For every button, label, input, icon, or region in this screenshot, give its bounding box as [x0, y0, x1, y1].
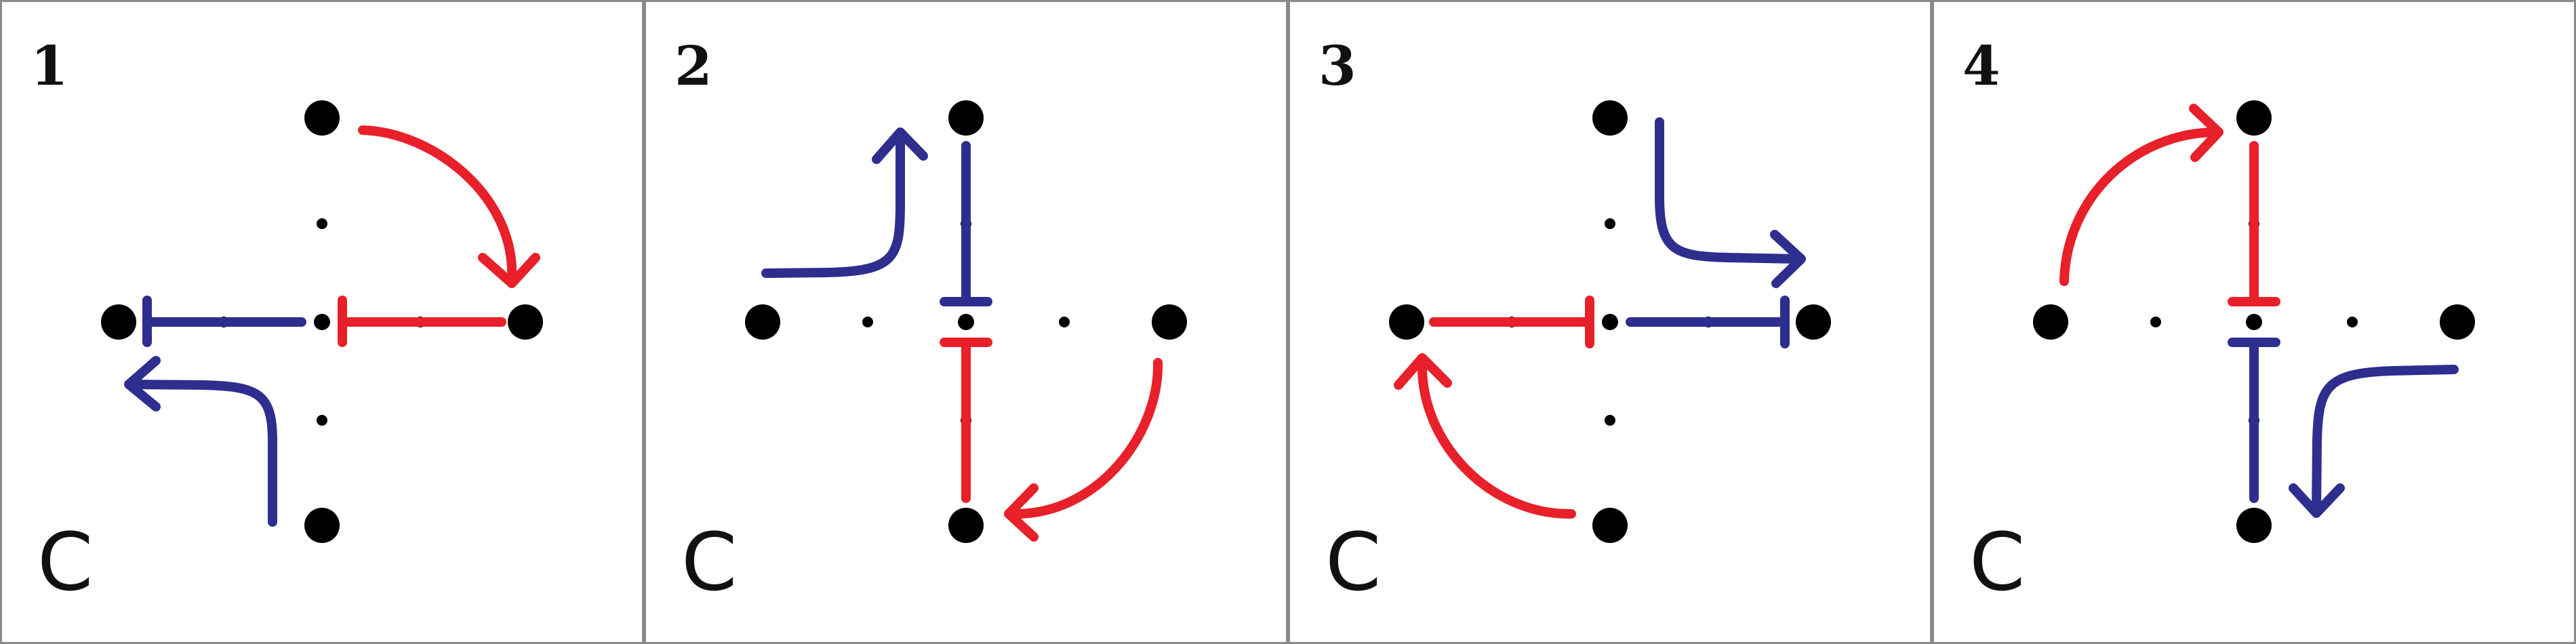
center-dot: [314, 314, 330, 330]
dot-grid: [101, 100, 543, 543]
red-curved-arrow-icon: [1004, 358, 1163, 542]
left-dot: [1389, 304, 1424, 340]
left-dot: [101, 304, 136, 340]
minor-dot: [1605, 415, 1615, 426]
top-dot: [304, 100, 340, 136]
bottom-dot: [2236, 508, 2272, 543]
panel-number: 3: [1319, 34, 1356, 98]
corner-label: C: [1325, 515, 1381, 609]
blue-curved-arrow-icon: [1655, 117, 1806, 288]
left-dot: [745, 304, 780, 340]
red-t-bar-icon: [2228, 141, 2280, 306]
red-curved-arrow-icon: [2059, 104, 2223, 286]
center-dot: [958, 314, 974, 330]
blue-curved-arrow-icon: [124, 356, 277, 527]
panel-number: 4: [1963, 34, 2000, 98]
minor-dot: [317, 218, 327, 229]
red-curved-arrow-icon: [1394, 353, 1576, 519]
panel-1: 1 C: [0, 0, 644, 644]
blue-t-bar-icon: [142, 296, 306, 347]
minor-dot: [862, 317, 873, 327]
top-dot: [1592, 100, 1628, 136]
corner-label: C: [681, 515, 737, 609]
red-t-bar-icon: [940, 338, 992, 503]
minor-dot: [1605, 218, 1615, 229]
minor-dot: [1059, 317, 1070, 327]
bottom-dot: [1592, 508, 1628, 543]
red-t-bar-icon: [1429, 296, 1594, 348]
minor-dot: [2150, 317, 2161, 327]
blue-curved-arrow-icon: [761, 127, 928, 278]
red-t-bar-icon: [338, 296, 506, 347]
panel-number: 2: [675, 34, 712, 98]
red-curved-arrow-icon: [358, 125, 540, 288]
top-dot: [948, 100, 984, 136]
dot-grid: [1389, 100, 1831, 543]
right-dot: [2440, 304, 2475, 340]
minor-dot: [2347, 317, 2358, 327]
corner-label: C: [1969, 515, 2025, 609]
right-dot: [508, 304, 543, 340]
right-dot: [1796, 304, 1831, 340]
top-dot: [2236, 100, 2272, 136]
dot-grid: [745, 100, 1187, 543]
panel-number: 1: [31, 34, 68, 98]
corner-label: C: [37, 515, 93, 609]
blue-t-bar-icon: [1626, 296, 1790, 348]
bottom-dot: [304, 508, 340, 543]
panel-4: 4 C: [1932, 0, 2576, 644]
bottom-dot: [948, 508, 984, 543]
panel-3: 3 C: [1288, 0, 1932, 644]
minor-dot: [317, 415, 327, 426]
left-dot: [2033, 304, 2068, 340]
blue-curved-arrow-icon: [2289, 365, 2459, 518]
right-dot: [1152, 304, 1187, 340]
blue-t-bar-icon: [2228, 338, 2280, 503]
panel-2: 2 C: [644, 0, 1288, 644]
blue-t-bar-icon: [940, 141, 992, 306]
center-dot: [2246, 314, 2262, 330]
center-dot: [1602, 314, 1618, 330]
